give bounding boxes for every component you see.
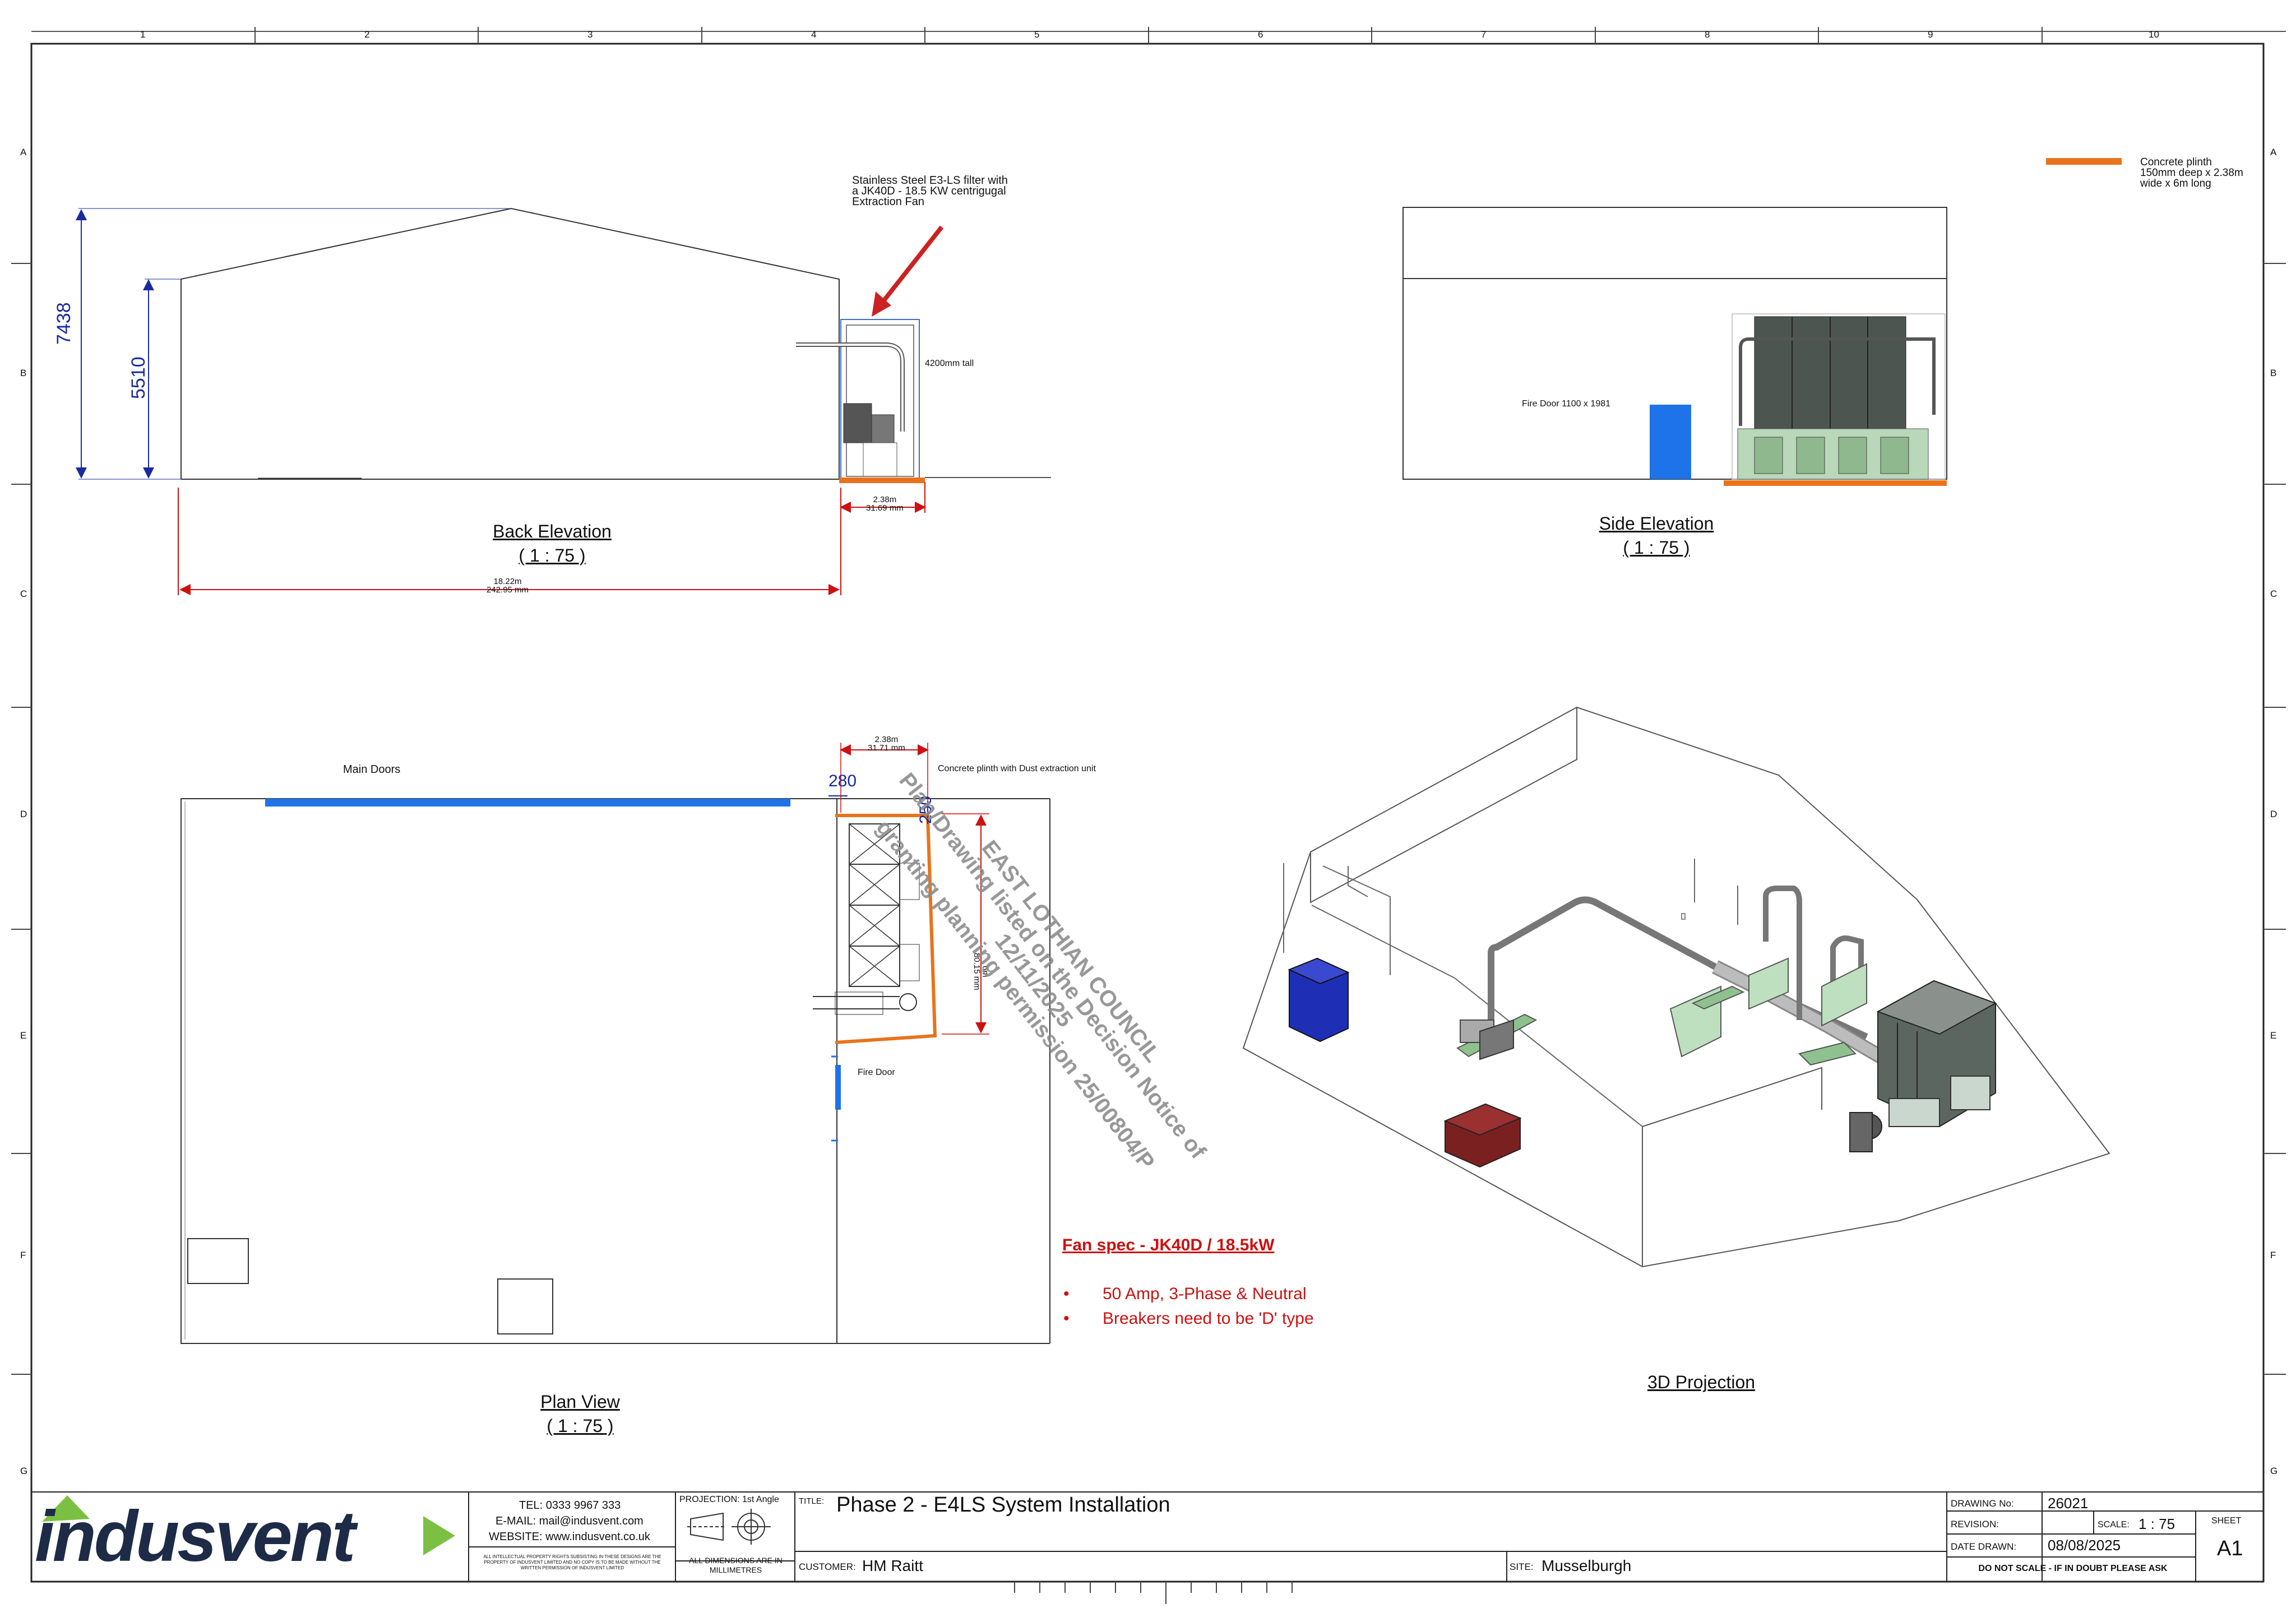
back-elevation-dim-width: 18.22m 242.95 mm <box>487 577 529 595</box>
side-elevation-fire-door <box>1650 405 1691 479</box>
side-elevation-title: Side Elevation <box>1599 513 1714 534</box>
plan-view-main-doors-label: Main Doors <box>343 763 401 776</box>
side-elevation-drawing <box>1402 207 1947 486</box>
site-value: Musselburgh <box>1542 1557 1632 1574</box>
projection-label: PROJECTION: 1st Angle <box>679 1495 779 1504</box>
grid-col-5: 5 <box>1034 29 1040 40</box>
site-label: SITE: <box>1510 1561 1534 1572</box>
scale-label: SCALE: <box>2098 1520 2130 1530</box>
back-elevation-scale: ( 1 : 75 ) <box>519 545 586 566</box>
drawing-no-value: 26021 <box>2048 1495 2089 1512</box>
plan-view-title: Plan View <box>540 1392 620 1412</box>
customer-value: HM Raitt <box>862 1557 923 1574</box>
do-not-scale-note: DO NOT SCALE - IF IN DOUBT PLEASE ASK <box>1978 1564 2168 1573</box>
back-elevation-callout: Stainless Steel E3-LS filter with a JK40… <box>852 174 1008 208</box>
grid-col-7: 7 <box>1481 29 1487 40</box>
sheet-label: SHEET <box>2211 1516 2242 1526</box>
revision-label: REVISION: <box>1951 1519 1999 1530</box>
grid-col-2: 2 <box>364 29 370 40</box>
grid-row-e-right: E <box>2270 1030 2277 1041</box>
side-elevation-fire-door-note: Fire Door 1100 x 1981 <box>1522 399 1611 409</box>
sheet-border <box>30 43 2265 1583</box>
fan-spec-heading: Fan spec - JK40D / 18.5kW <box>1062 1236 1275 1254</box>
title-block-frame <box>31 1491 2264 1582</box>
grid-row-c-right: C <box>2270 588 2278 599</box>
back-elevation-title: Back Elevation <box>493 521 612 541</box>
customer-label: CUSTOMER: <box>799 1561 856 1572</box>
grid-row-e-left: E <box>20 1030 27 1041</box>
ip-rights-note: ALL INTELLECTUAL PROPERTY RIGHTS SUBSIST… <box>483 1554 661 1570</box>
contact-tel: TEL: 0333 9967 333 <box>519 1499 621 1512</box>
projection-3d-title: 3D Projection <box>1647 1372 1756 1392</box>
scale-value: 1 : 75 <box>2138 1516 2175 1532</box>
grid-col-4: 4 <box>811 29 817 40</box>
date-drawn-label: DATE DRAWN: <box>1951 1541 2017 1552</box>
first-angle-projection-symbol <box>687 1509 771 1545</box>
grid-row-a-right: A <box>2270 147 2277 157</box>
grid-row-b-left: B <box>20 368 27 378</box>
dimensions-note: ALL DIMENSIONS ARE IN MILLIMETRES <box>689 1556 783 1574</box>
plan-view-drawing <box>180 743 1050 1344</box>
indusvent-logo: indusvent <box>35 1496 355 1577</box>
drawing-title: Phase 2 - E4LS System Installation <box>836 1493 1170 1517</box>
fan-spec-bullet-2: •Breakers need to be 'D' type <box>1063 1309 1314 1328</box>
grid-col-9: 9 <box>1928 29 1933 40</box>
grid-row-f-right: F <box>2270 1250 2276 1260</box>
grid-row-d-left: D <box>20 809 27 819</box>
grid-row-c-left: C <box>20 588 27 599</box>
back-elevation-drawing <box>76 207 1051 595</box>
grid-col-3: 3 <box>587 29 593 40</box>
date-drawn-value: 08/08/2025 <box>2048 1537 2121 1554</box>
back-elevation-dim-plinth: 2.38m 31.69 mm <box>866 495 904 513</box>
plan-view-fire-door-label: Fire Door <box>858 1068 895 1077</box>
back-elevation-dim-total-height: 7438 <box>53 302 75 345</box>
back-elevation-dim-eaves-height: 5510 <box>128 356 149 399</box>
drawing-no-label: DRAWING No: <box>1951 1498 2014 1509</box>
sheet-value: A1 <box>2217 1537 2243 1560</box>
fan-spec-bullet-1: •50 Amp, 3-Phase & Neutral <box>1063 1285 1307 1303</box>
grid-row-f-left: F <box>20 1250 26 1260</box>
grid-row-g-left: G <box>20 1466 28 1476</box>
grid-row-a-left: A <box>20 147 27 157</box>
bullet-icon: • <box>1063 1309 1070 1328</box>
grid-ticks <box>11 27 2286 1375</box>
indusvent-logo-mark <box>42 1495 455 1555</box>
contact-email: E-MAIL: mail@indusvent.com <box>496 1515 644 1527</box>
side-elevation-scale: ( 1 : 75 ) <box>1623 537 1690 558</box>
projection-3d-drawing <box>1242 706 2110 1268</box>
grid-row-d-right: D <box>2270 809 2278 819</box>
grid-row-g-right: G <box>2270 1466 2278 1476</box>
plan-view-scale: ( 1 : 75 ) <box>547 1416 614 1436</box>
contact-website: WEBSITE: www.indusvent.co.uk <box>489 1531 650 1543</box>
grid-row-b-right: B <box>2270 368 2277 378</box>
plan-view-dim-280: 280 <box>828 772 857 790</box>
back-elevation-unit-height-note: 4200mm tall <box>925 359 974 368</box>
bullet-icon: • <box>1063 1285 1070 1303</box>
grid-col-6: 6 <box>1258 29 1263 40</box>
grid-col-10: 10 <box>2149 29 2159 40</box>
grid-col-8: 8 <box>1705 29 1710 40</box>
grid-col-1: 1 <box>140 29 146 40</box>
legend-text: Concrete plinth 150mm deep x 2.38m wide … <box>2140 156 2243 189</box>
plan-view-plinth-note: Concrete plinth with Dust extraction uni… <box>938 764 1096 773</box>
title-label: TITLE: <box>799 1496 825 1506</box>
plan-view-dim-plinth: 2.38m 31.71 mm <box>868 735 905 753</box>
